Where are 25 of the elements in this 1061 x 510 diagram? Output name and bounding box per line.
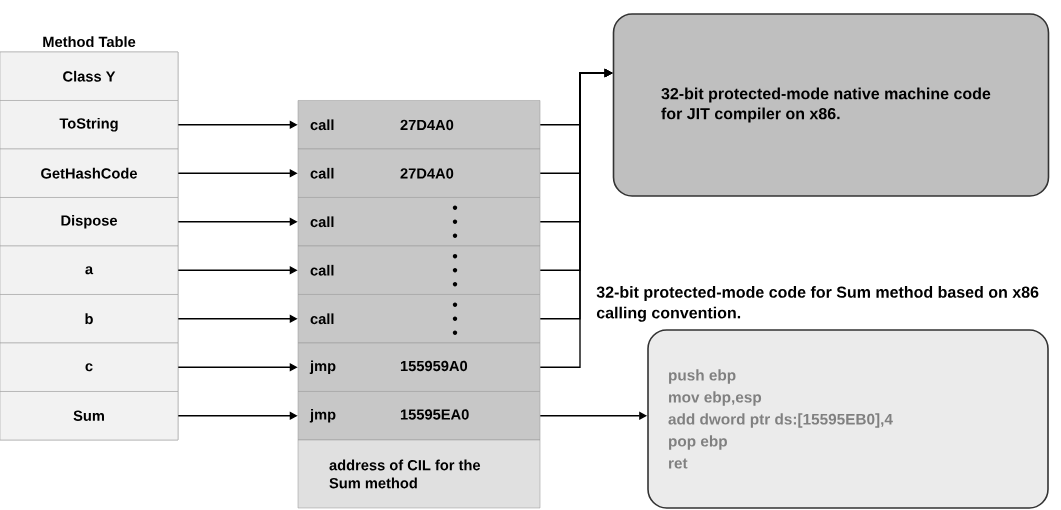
node-label: push ebp [669,369,736,384]
node-label: add dword ptr ds:[15595EB0],4 [668,413,893,428]
table-cell: call [297,197,541,247]
table-cell: ToString [0,100,179,150]
table-cell: call [297,294,541,344]
node-label: pop ebp [669,435,727,450]
table-cell: Class Y [0,51,179,101]
node-label: mov ebp,esp [669,391,762,406]
box-heading: 32-bit protected-mode code for Sum method based on x86 calling convention. [596,286,1039,322]
table-cell: c [0,342,179,392]
table-cell: call [297,245,541,295]
table-cell: call 27D4A0 [297,100,541,150]
table-heading: Method Table [43,36,136,47]
table-cell: a [0,245,179,295]
node-label: ret [669,458,688,469]
table-cell: address of CIL for the Sum method [297,439,541,509]
rounded-box: 32-bit protected-mode native machine code for JIT compiler on x86. [612,13,1050,197]
table-cell: call 27D4A0 [297,148,541,198]
table-cell: Dispose [0,197,179,247]
table-cell: jmp 15595EA0 [297,391,541,441]
table-cell: Sum [0,391,179,441]
code-box: push ebp mov ebp,esp add dword ptr ds:[15595EB0],4 pop ebp ret [647,329,1049,509]
table-cell: jmp 155959A0 [297,342,541,392]
table-cell: b [0,294,179,344]
table-cell: GetHashCode [0,148,179,198]
